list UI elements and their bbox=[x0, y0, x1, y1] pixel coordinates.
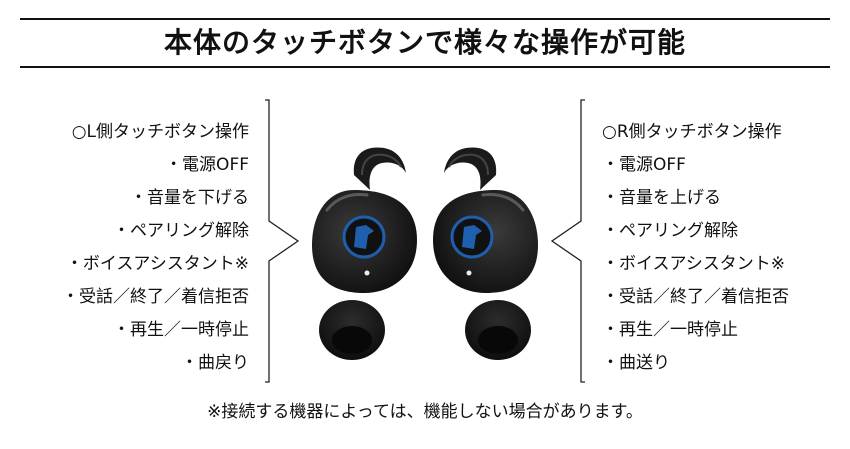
right-earbud bbox=[433, 147, 538, 360]
list-item: ・ボイスアシスタント※ bbox=[65, 254, 249, 274]
list-item: ・電源OFF bbox=[165, 155, 249, 175]
page-title: 本体のタッチボタンで様々な操作が可能 bbox=[163, 26, 686, 59]
left-controls-heading: ○L側タッチボタン操作 bbox=[71, 122, 249, 142]
title-bottom-rule bbox=[20, 66, 830, 68]
list-item: ・曲送り bbox=[602, 353, 670, 373]
footnote: ※接続する機器によっては、機能しない場合があります。 bbox=[207, 402, 643, 422]
right-bracket-pointer bbox=[550, 99, 585, 383]
left-earbud bbox=[312, 147, 417, 360]
list-item: ・曲戻り bbox=[181, 353, 249, 373]
list-item: ・ペアリング解除 bbox=[113, 221, 249, 241]
list-item: ・音量を下げる bbox=[130, 188, 249, 208]
right-touch-controls-list: ○R側タッチボタン操作 ・電源OFF ・音量を上げる ・ペアリング解除 ・ボイス… bbox=[602, 116, 789, 380]
list-item: ・受話／終了／着信拒否 bbox=[62, 287, 249, 307]
title-top-rule bbox=[20, 18, 830, 20]
right-controls-heading: ○R側タッチボタン操作 bbox=[602, 122, 782, 142]
list-item: ・ペアリング解除 bbox=[602, 221, 738, 241]
list-item: ・ボイスアシスタント※ bbox=[602, 254, 786, 274]
list-item: ・再生／一時停止 bbox=[602, 320, 738, 340]
list-item: ・再生／一時停止 bbox=[113, 320, 249, 340]
list-item: ・受話／終了／着信拒否 bbox=[602, 287, 789, 307]
list-item: ・音量を上げる bbox=[602, 188, 721, 208]
left-bracket-pointer bbox=[265, 99, 300, 383]
list-item: ・電源OFF bbox=[602, 155, 686, 175]
wireless-earbuds-icon bbox=[312, 147, 538, 360]
left-touch-controls-list: ○L側タッチボタン操作 ・電源OFF ・音量を下げる ・ペアリング解除 ・ボイス… bbox=[62, 116, 249, 380]
